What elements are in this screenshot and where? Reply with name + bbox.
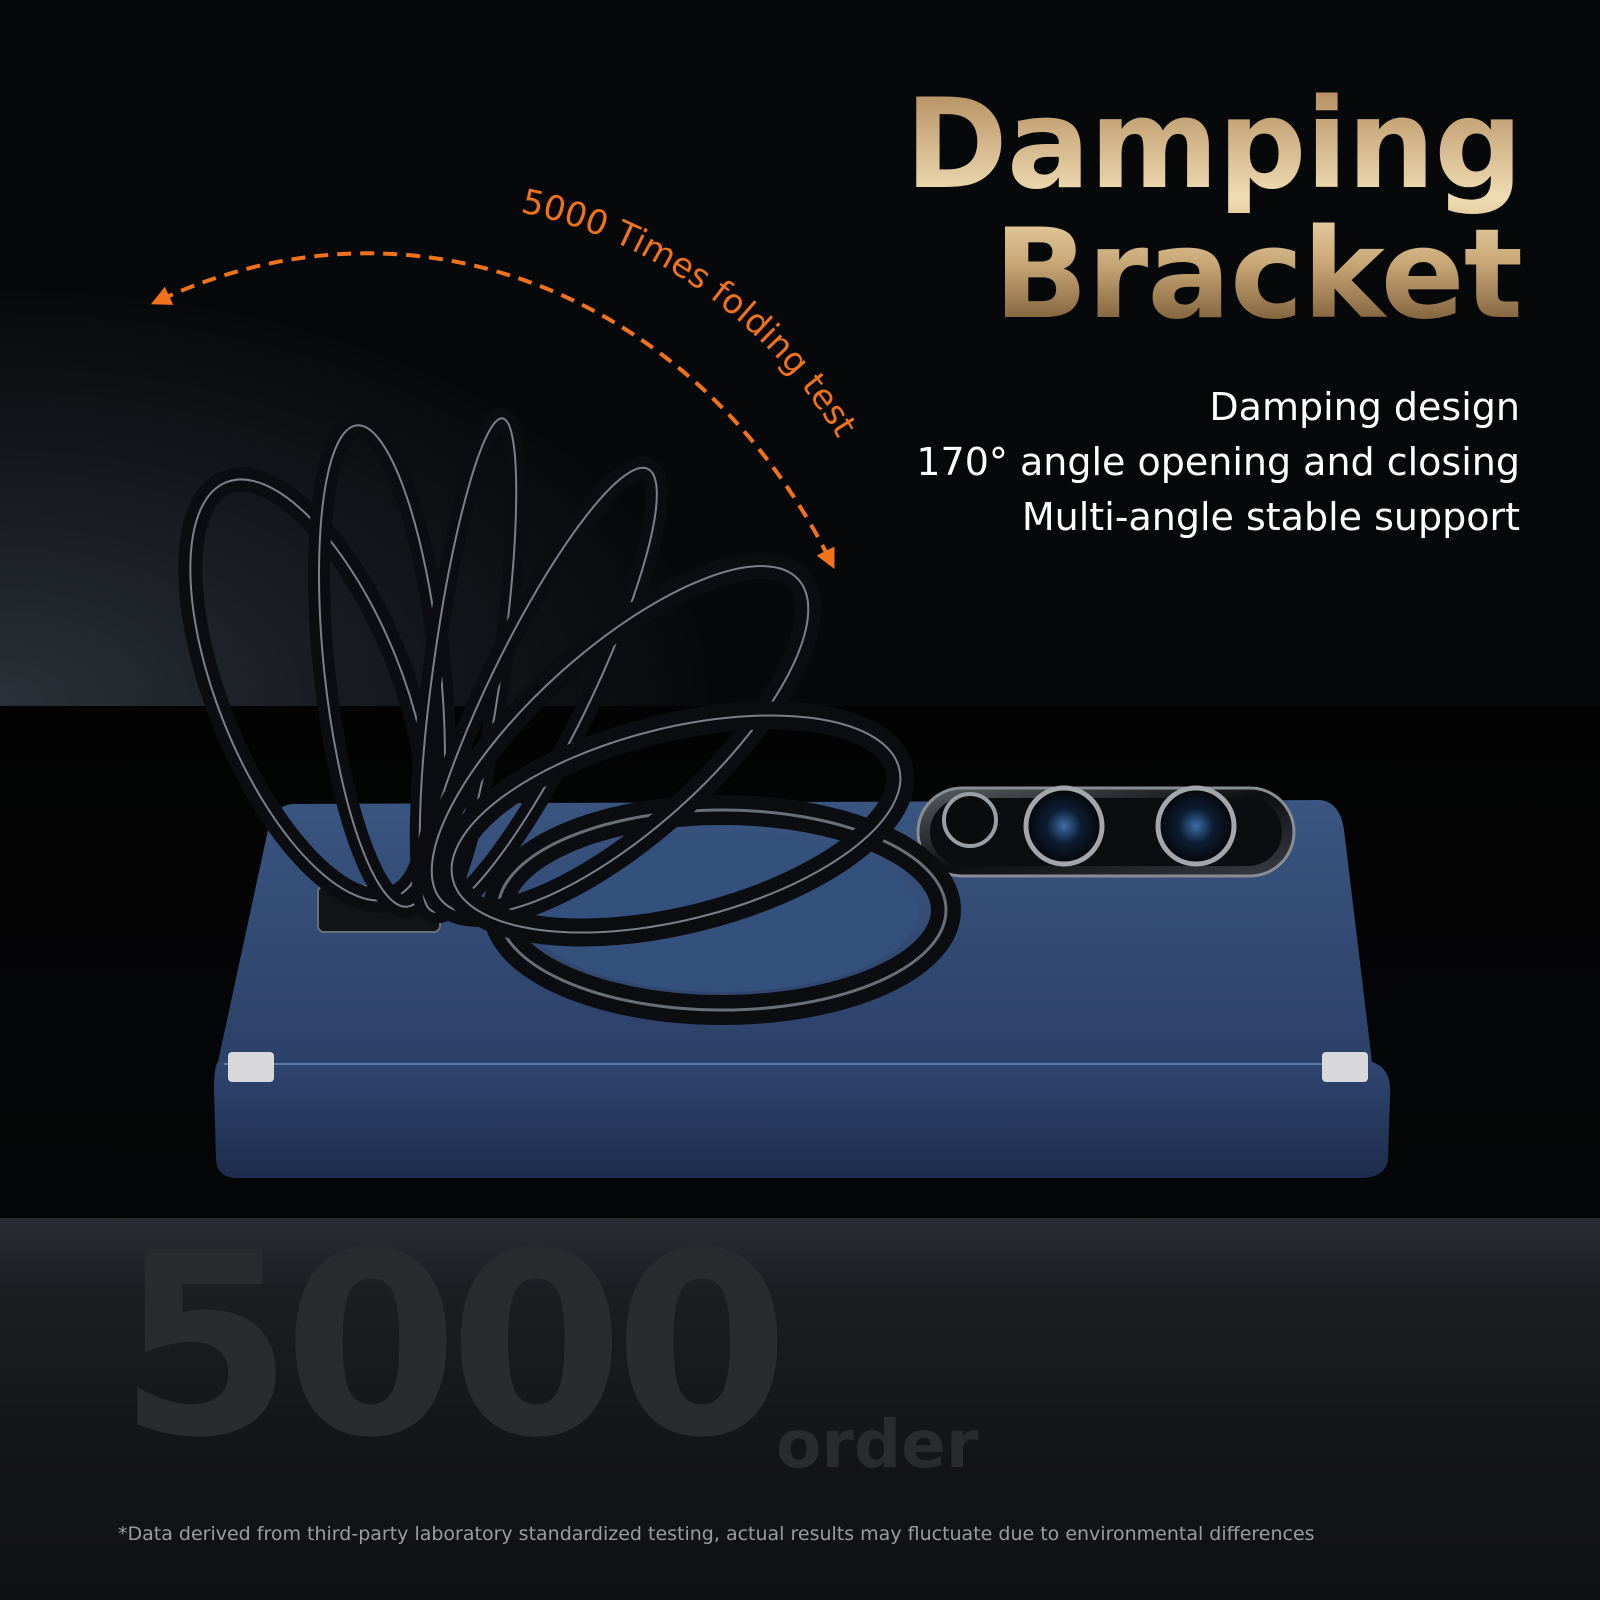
camera-lens — [1155, 785, 1237, 867]
case-side-edge — [214, 1062, 1391, 1178]
ring-stand-position — [418, 553, 822, 927]
hinge-right — [1322, 1052, 1368, 1082]
camera-lens — [1023, 785, 1105, 867]
footnote: *Data derived from third-party laborator… — [118, 1523, 1315, 1545]
stat-unit: order — [776, 1406, 979, 1483]
feature-item: Multi-angle stable support — [1021, 495, 1520, 539]
hinge-left — [228, 1052, 274, 1082]
folding-arrow-icon — [150, 251, 835, 569]
arc-label-text: 5000 Times folding test — [518, 182, 864, 444]
feature-item: 170° angle opening and closing — [916, 440, 1520, 484]
camera-module — [916, 785, 1296, 878]
flash-ring — [942, 792, 998, 848]
stat-number: 5000 — [118, 1200, 789, 1493]
ring-stand-position — [437, 701, 915, 947]
table-edge — [0, 1218, 1600, 1600]
feature-list: Damping design 170° angle opening and cl… — [916, 380, 1520, 545]
arc-label: 5000 Times folding test — [518, 182, 864, 444]
feature-item: Damping design — [1209, 385, 1520, 429]
